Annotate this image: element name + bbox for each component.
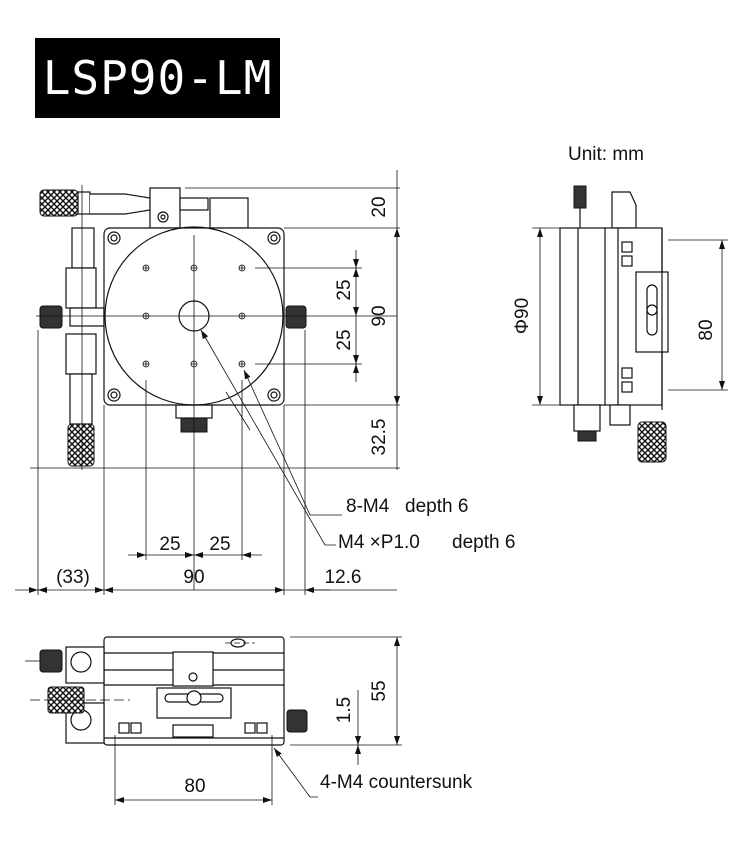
- note-countersunk: 4-M4 countersunk: [320, 772, 473, 793]
- note-center-depth: depth 6: [452, 532, 515, 553]
- dim-25-right: 25: [209, 534, 230, 555]
- note-holes-depth: depth 6: [405, 496, 468, 517]
- knob-icon: [39, 305, 63, 329]
- knob-icon: [39, 649, 63, 673]
- front-view: 55 1.5 80 4-M4 countersunk: [25, 636, 473, 805]
- side-view: Φ90 80: [512, 185, 728, 463]
- dim-90-horizontal: 90: [183, 567, 204, 588]
- dim-90-vertical: 90: [369, 305, 390, 326]
- unit-label: Unit: mm: [568, 144, 644, 165]
- dim-25-left: 25: [159, 534, 180, 555]
- note-holes: 8-M4: [346, 496, 390, 517]
- dim-1-5: 1.5: [334, 697, 355, 723]
- micrometer-knob-icon: [39, 189, 79, 217]
- note-center-thread: M4 ×P1.0: [338, 532, 420, 553]
- dim-32-5: 32.5: [369, 419, 390, 456]
- dim-33: (33): [56, 567, 90, 588]
- dim-80-side: 80: [696, 319, 717, 340]
- dim-phi90: Φ90: [512, 298, 533, 334]
- dim-80-front: 80: [184, 776, 205, 797]
- dim-25-upper: 25: [334, 279, 355, 300]
- dim-25-lower: 25: [334, 329, 355, 350]
- dim-55: 55: [369, 680, 390, 701]
- model-title: LSP90-LM: [35, 38, 280, 118]
- dim-12-6: 12.6: [325, 567, 362, 588]
- knob-icon: [285, 305, 307, 329]
- top-view: 20 90 32.5 25 25 25 25 (33) 90 12.6 8-M4…: [15, 170, 515, 595]
- dim-20: 20: [369, 196, 390, 217]
- knob-icon: [286, 709, 308, 733]
